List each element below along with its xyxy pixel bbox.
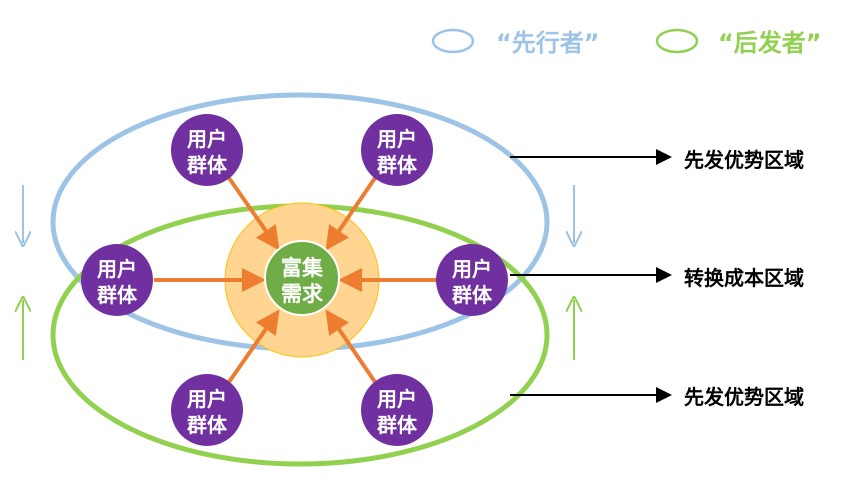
region-label-bottom: 先发优势区域: [684, 385, 804, 409]
legend-swatch-blue: [431, 28, 475, 54]
user-group-line1: 用户: [377, 387, 417, 411]
user-group-line1: 用户: [187, 127, 227, 151]
user-group-top-right: 用户 群体: [361, 114, 433, 186]
arrow-top-right: [325, 176, 377, 251]
user-group-bottom-left: 用户 群体: [171, 374, 243, 446]
legend-label-first-mover: “先行者”: [496, 29, 600, 57]
center-line2: 需求: [281, 282, 323, 306]
demand-arrows: [154, 176, 436, 384]
legend-swatch-green: [655, 28, 699, 54]
arrow-bottom-right: [325, 309, 377, 384]
region-label-middle: 转换成本区域: [684, 266, 804, 290]
user-group-line2: 群体: [186, 153, 228, 177]
legend-late-mover: “后发者”: [655, 28, 822, 57]
legend-label-late-mover: “后发者”: [718, 29, 822, 57]
arrow-top-left: [227, 176, 280, 251]
center-line1: 富集: [281, 256, 324, 280]
user-group-line2: 群体: [376, 153, 418, 177]
user-group-line1: 用户: [187, 387, 227, 411]
user-group-left: 用户 群体: [81, 244, 153, 316]
arrow-bottom-left: [227, 309, 280, 384]
legend-first-mover: “先行者”: [431, 28, 600, 57]
user-group-line2: 群体: [186, 413, 228, 437]
user-group-line1: 用户: [452, 257, 492, 281]
center-demand-node: 富集 需求: [264, 240, 340, 316]
user-group-line1: 用户: [97, 257, 137, 281]
user-group-line1: 用户: [377, 127, 417, 151]
user-group-bottom-right: 用户 群体: [361, 374, 433, 446]
region-label-top: 先发优势区域: [684, 148, 804, 172]
user-group-right: 用户 群体: [436, 244, 508, 316]
user-group-top-left: 用户 群体: [171, 114, 243, 186]
user-group-line2: 群体: [376, 413, 418, 437]
user-group-line2: 群体: [451, 283, 493, 307]
user-group-line2: 群体: [96, 283, 138, 307]
